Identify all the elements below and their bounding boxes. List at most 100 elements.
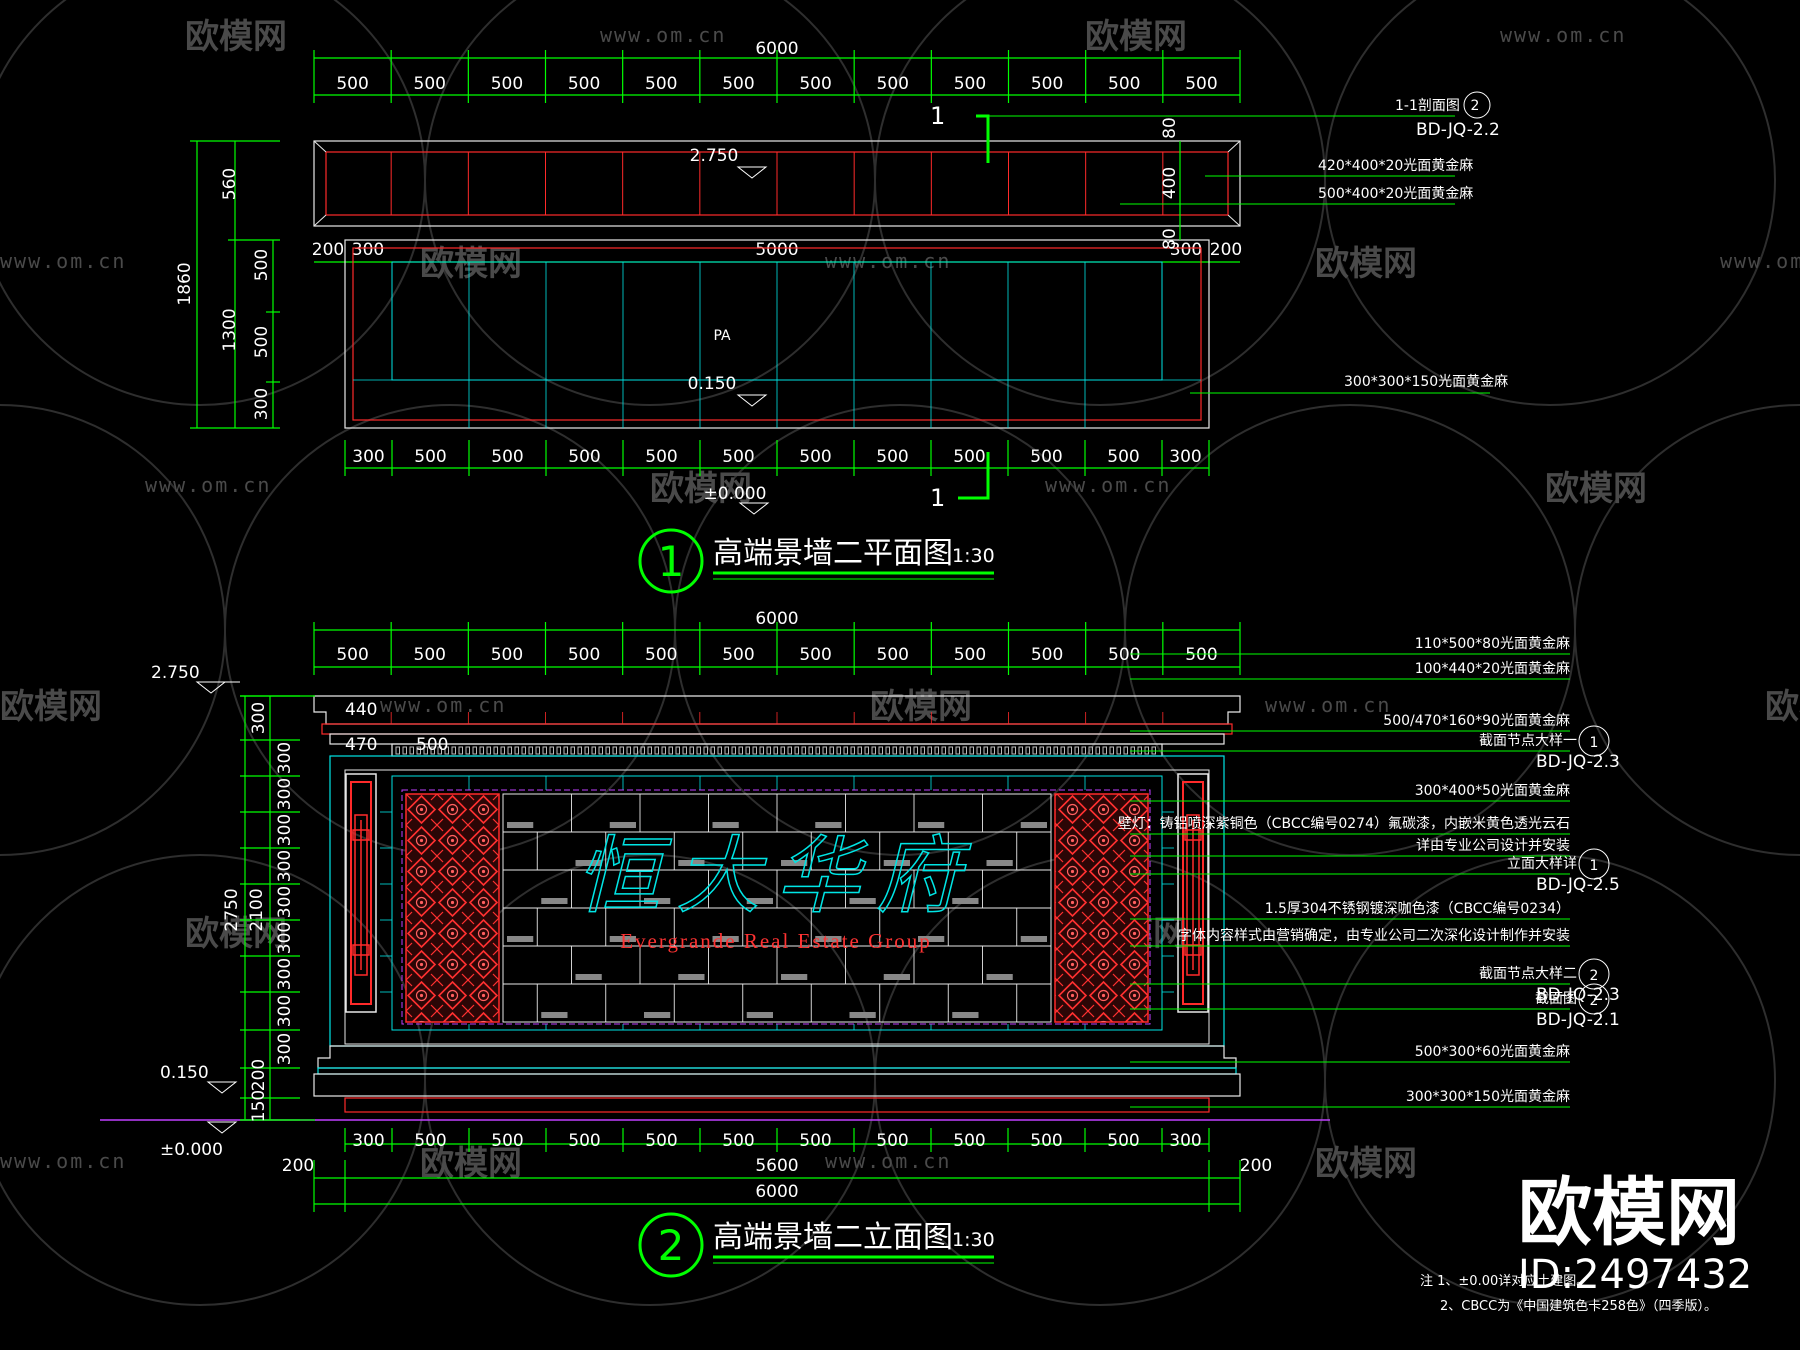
plan-module-dim: 500 — [491, 74, 523, 94]
section-mark: 1 — [930, 102, 945, 130]
plan-bottom-dim: 500 — [568, 447, 600, 467]
dentil — [913, 746, 918, 755]
plan-ground-level: ±0.000 — [704, 484, 767, 504]
dentil — [703, 746, 708, 755]
dentil — [850, 746, 855, 755]
elev-cap-dim: 470 — [345, 735, 377, 755]
dentil — [724, 746, 729, 755]
callout-text: 壁灯：铸铝喷深紫铜色（CBCC编号0274）氟碳漆，内嵌米黄色透光云石 — [1118, 815, 1570, 832]
weave-block — [781, 860, 808, 866]
dentil — [423, 746, 428, 755]
weave-block — [609, 822, 636, 828]
dentil — [731, 746, 736, 755]
elev-row-dim: 300 — [275, 958, 295, 990]
weave-block — [918, 822, 945, 828]
elev-inner-dim: 5600 — [755, 1156, 798, 1176]
callout-text: 500*300*60光面黄金麻 — [1415, 1043, 1570, 1060]
plan-module-dim: 500 — [877, 74, 909, 94]
drawing-number-circle — [638, 528, 704, 594]
plan-bottom-dim: 500 — [799, 447, 831, 467]
dentil — [1081, 746, 1086, 755]
dentil — [500, 746, 505, 755]
elev-row-dim: 300 — [275, 814, 295, 846]
dentil — [584, 746, 589, 755]
elev-row-dim: 300 — [275, 1033, 295, 1065]
plan-module-dim: 500 — [414, 74, 446, 94]
dentil — [934, 746, 939, 755]
dentil — [549, 746, 554, 755]
dentil — [745, 746, 750, 755]
elev-bottom-dim: 500 — [491, 1131, 523, 1151]
plan-module-dim: 500 — [645, 74, 677, 94]
weave-block — [781, 974, 808, 980]
drawing-title: 高端景墙二平面图 — [713, 536, 953, 571]
elev-module-dim: 500 — [1031, 645, 1063, 665]
plan-left-mid: 1300 — [220, 308, 240, 351]
weave-block — [883, 974, 910, 980]
plan-module-dim: 500 — [1031, 74, 1063, 94]
dentil — [1039, 746, 1044, 755]
level-marker — [736, 166, 768, 179]
dentil — [458, 746, 463, 755]
plan-module-dim: 500 — [1108, 74, 1140, 94]
dentil — [416, 746, 421, 755]
plan-leaders — [983, 115, 1490, 394]
dentil — [528, 746, 533, 755]
watermark-brand: 欧模网 — [1315, 244, 1417, 284]
callout-text: 截面节点大样一 — [1479, 733, 1577, 749]
dentil — [759, 746, 764, 755]
weave-block — [849, 1012, 876, 1018]
detail-circle-number: 2 — [1471, 98, 1480, 114]
weave-block — [815, 936, 842, 942]
elev-left-mid: 2100 — [247, 888, 267, 931]
watermark-brand: 欧模网 — [1085, 17, 1187, 57]
dentil — [570, 746, 575, 755]
elev-total-dim: 6000 — [755, 1182, 798, 1202]
dentil — [472, 746, 477, 755]
plan-pool-mark: PA — [713, 328, 731, 344]
dentil — [577, 746, 582, 755]
elev-bottom-dim: 300 — [352, 1131, 384, 1151]
dentil — [1060, 746, 1065, 755]
weave-block — [883, 860, 910, 866]
elev-module-dim: 500 — [722, 645, 754, 665]
plan-bottom-dim: 500 — [414, 447, 446, 467]
weave-block — [952, 1012, 979, 1018]
detail-circle — [1578, 725, 1610, 757]
elev-module-dim: 500 — [877, 645, 909, 665]
weave-block — [986, 974, 1013, 980]
elev-row-dim: 300 — [275, 886, 295, 918]
callout-text: 详由专业公司设计并安装 — [1416, 838, 1570, 854]
weave-block — [746, 1012, 773, 1018]
dentil — [514, 746, 519, 755]
dentil — [878, 746, 883, 755]
dentil — [1067, 746, 1072, 755]
plan-left-total: 1860 — [175, 262, 195, 305]
dentil — [983, 746, 988, 755]
watermark-site: www.om.cn — [0, 249, 126, 273]
weave-block — [918, 936, 945, 942]
detail-circle-number: 2 — [1590, 968, 1599, 984]
plan-bottom-dim: 500 — [722, 447, 754, 467]
dentil — [1102, 746, 1107, 755]
watermark-brand: 欧模网 — [0, 687, 102, 727]
plan-bottom-dim: 300 — [1169, 447, 1201, 467]
elev-cap-dim: 500 — [416, 735, 448, 755]
dentil — [1095, 746, 1100, 755]
plan-module-dim: 500 — [336, 74, 368, 94]
plan-bottom-dim: 500 — [491, 447, 523, 467]
section-cut-mark — [958, 452, 990, 500]
dentil — [633, 746, 638, 755]
elev-bottom-dim: 500 — [645, 1131, 677, 1151]
plan-dimension-left — [190, 140, 280, 429]
plan-pool-level: 0.150 — [688, 374, 737, 394]
dentil — [689, 746, 694, 755]
dentil — [892, 746, 897, 755]
plan-right-mid: 400 — [1160, 167, 1180, 199]
plan-module-dim: 500 — [1185, 74, 1217, 94]
watermark-site: www.om.cn — [0, 1149, 126, 1173]
watermark-brand: 欧模网 — [1545, 469, 1647, 509]
callout-text: 字体内容样式由营销确定，由专业公司二次深化设计制作并安装 — [1178, 927, 1570, 944]
drawing-number: 2 — [658, 1221, 685, 1270]
